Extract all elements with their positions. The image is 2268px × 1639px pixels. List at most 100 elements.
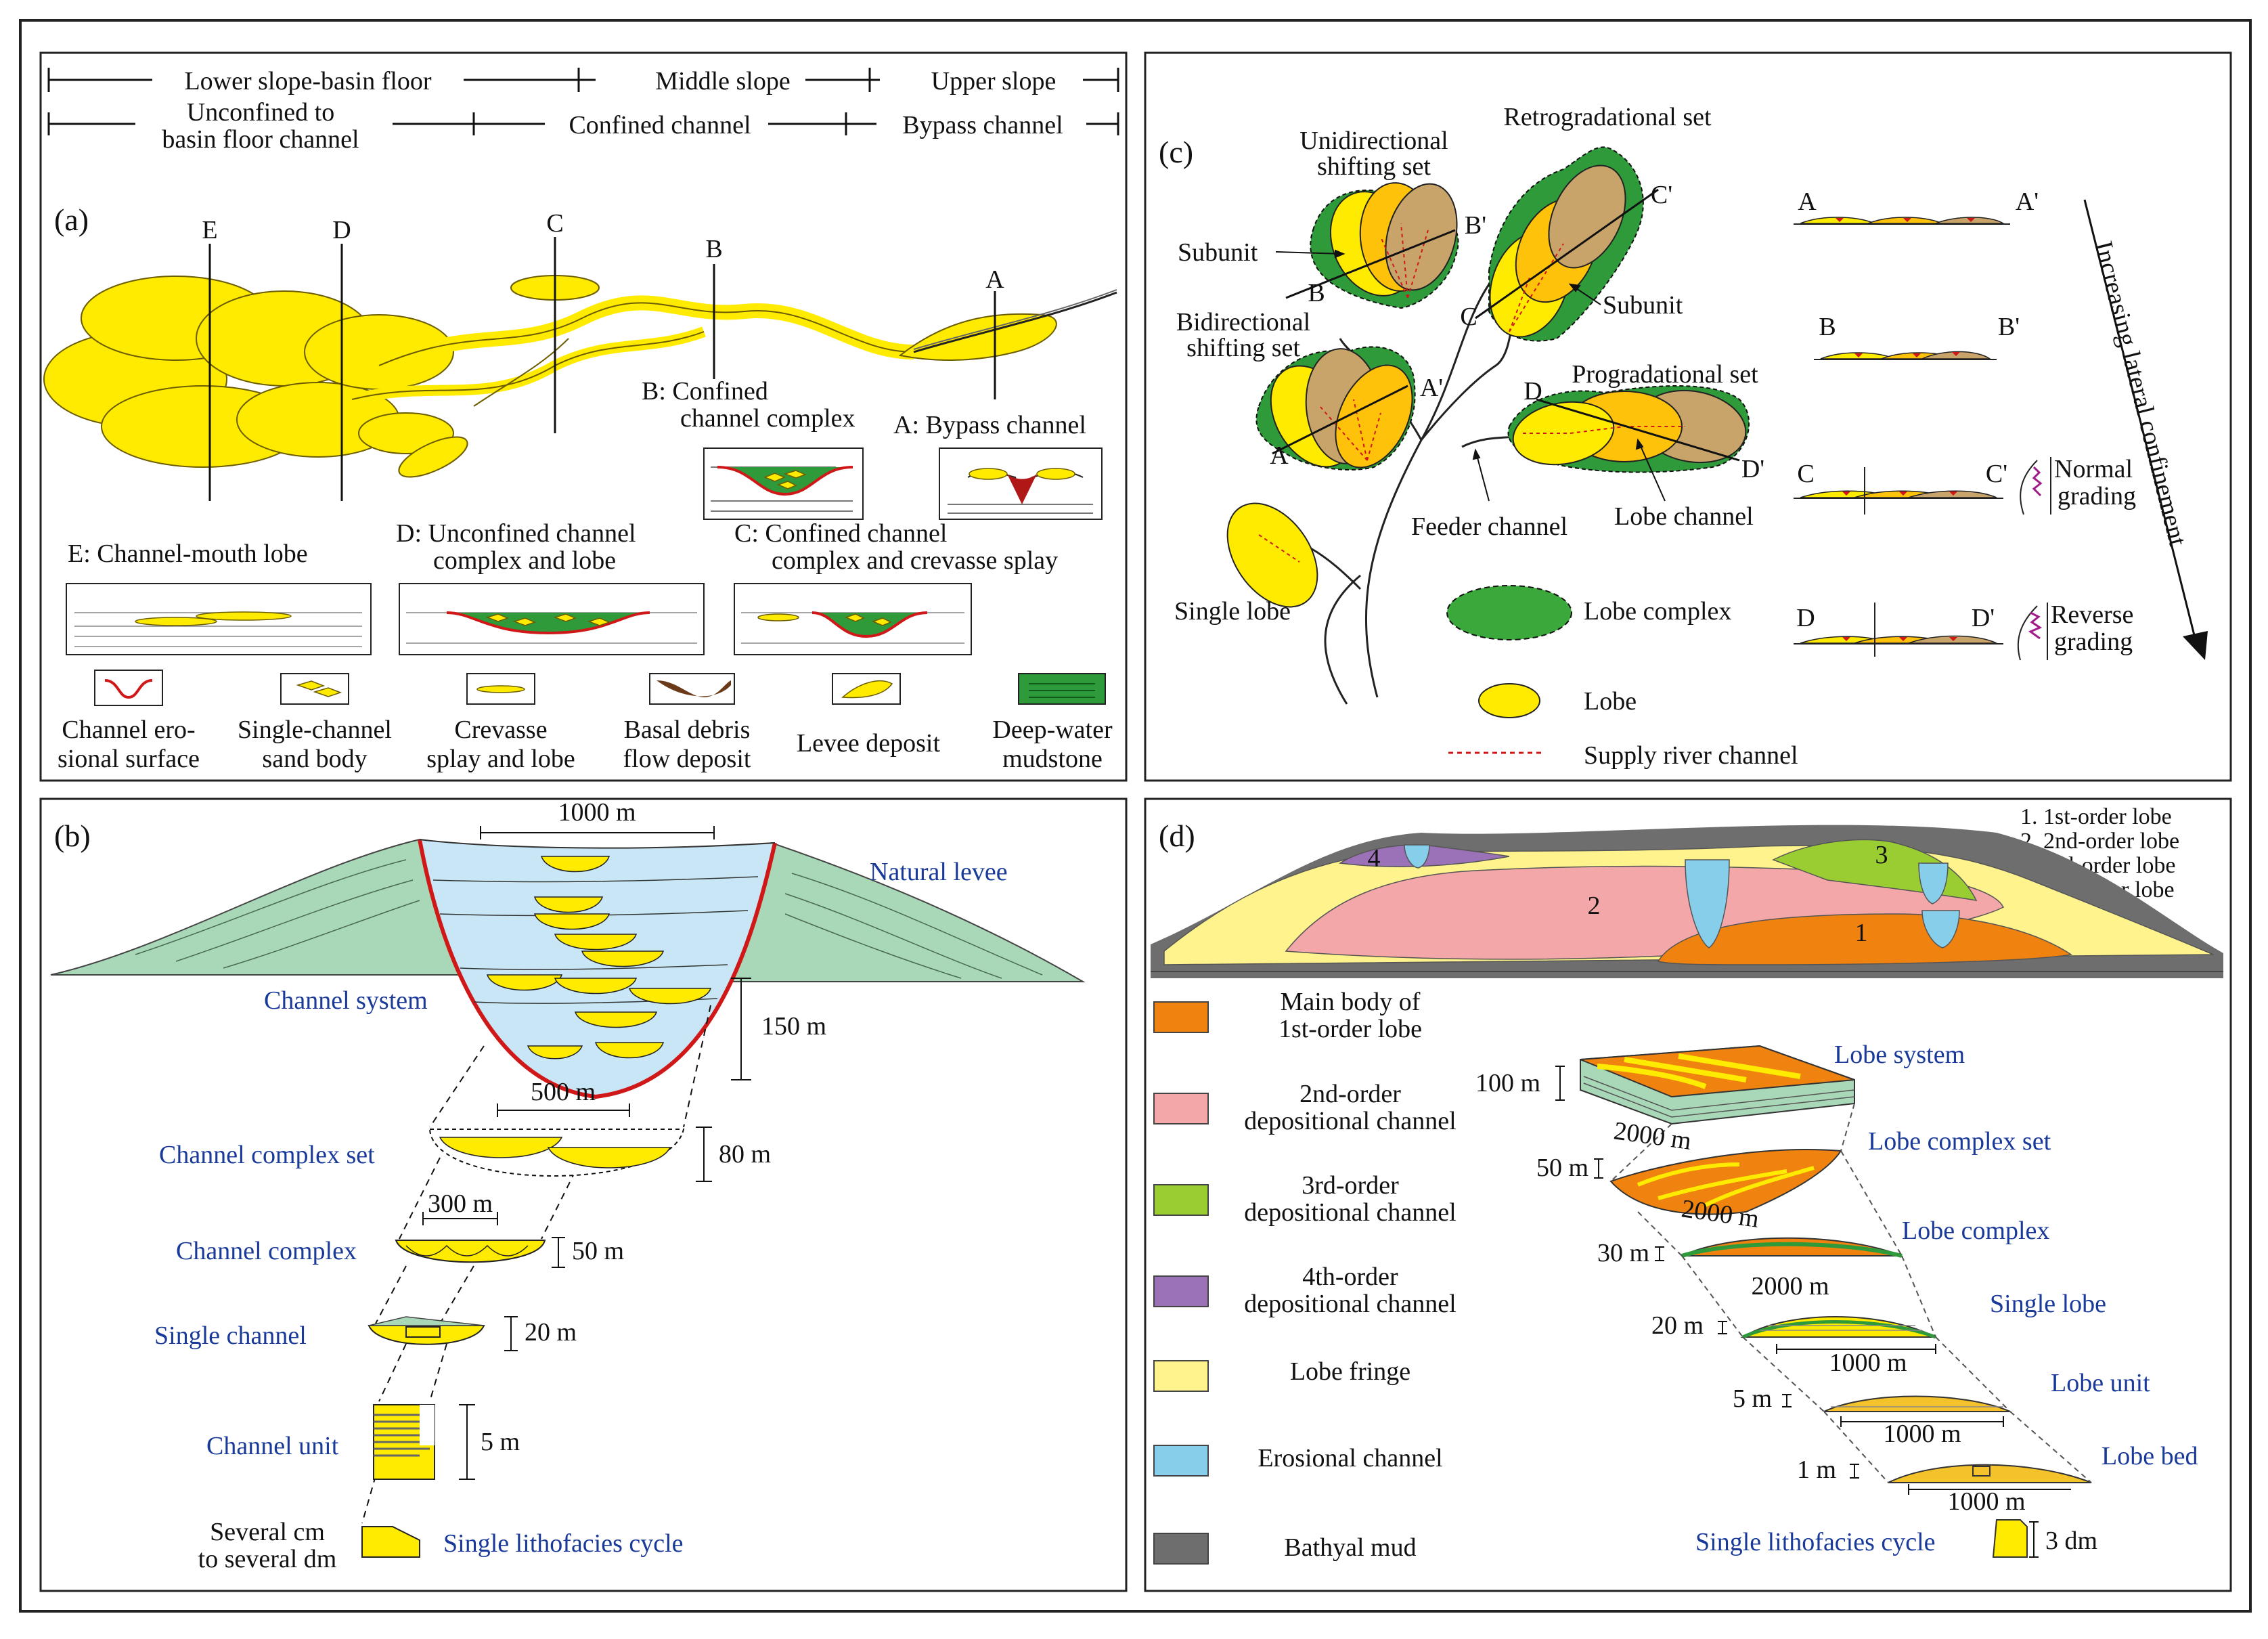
lithofacies-cycle-d (1992, 1519, 2028, 1558)
panel-c: (c) Retrogradational set Unidirectional … (1144, 51, 2232, 782)
xsec-d (1794, 603, 2048, 661)
caption-b-2: channel complex (680, 404, 855, 433)
lobe-num-4: 4 (1368, 844, 1381, 873)
left-levee (50, 838, 489, 976)
hier-h-6: 1 m (1797, 1456, 1836, 1484)
section-b-box (703, 447, 864, 520)
hier-name-3: Lobe complex (1902, 1217, 2049, 1245)
section-letter-d: D (332, 216, 351, 244)
xsec-label-a: A (1798, 188, 1817, 216)
hier-h-1: 100 m (1475, 1069, 1540, 1097)
zone-middle-slope: Middle slope (655, 67, 790, 95)
label-natural-levee: Natural levee (870, 858, 1008, 886)
legend-mudstone-1: Deep-water (992, 716, 1113, 744)
xsec-c (1794, 457, 2051, 515)
zone-confined-channel: Confined channel (569, 111, 751, 139)
legend-d-1-l2: 1st-order lobe (1278, 1015, 1422, 1043)
legend-erosional-1: Channel ero- (62, 716, 195, 744)
complex-shape (395, 1240, 546, 1263)
order-1: 1. 1st-order lobe (2020, 804, 2172, 829)
legend-lobe-swatch (1478, 683, 1540, 718)
legend-debris-1: Basal debris (624, 716, 751, 744)
legend-erosional-2: sional surface (58, 745, 200, 773)
legend-d-7: Bathyal mud (1284, 1533, 1416, 1562)
label-reverse-1: Reverse (2051, 600, 2133, 629)
label-lithofacies-cycle: Single lithofacies cycle (443, 1529, 684, 1558)
map-marker-c-prime: C' (1651, 181, 1672, 209)
hier-name-2: Lobe complex set (1868, 1127, 2051, 1156)
height-150-m: 150 m (761, 1012, 826, 1041)
channel-lenses (486, 856, 712, 1059)
legend-d-5: Lobe fringe (1290, 1357, 1410, 1386)
map-marker-b: B (1308, 279, 1325, 307)
panel-a-legend (94, 670, 1106, 706)
hier-h-3: 30 m (1597, 1239, 1649, 1267)
height-50-m: 50 m (572, 1237, 624, 1265)
single-lobe-lens (1740, 1316, 1936, 1339)
xsec-label-d-prime: D' (1972, 604, 1995, 632)
legend-d-6: Erosional channel (1258, 1444, 1442, 1472)
legend-lobe-complex-swatch (1446, 585, 1572, 640)
legend-d-4-l2: depositional channel (1244, 1290, 1456, 1318)
single-lobe-shape (1226, 502, 1318, 608)
lobe-cluster-b (1310, 182, 1459, 309)
zone-bypass-channel: Bypass channel (902, 111, 1063, 139)
panel-d-label: (d) (1159, 818, 1195, 853)
caption-d-1: D: Unconfined channel (396, 519, 636, 548)
legend-crevasse-1: Crevasse (454, 716, 547, 744)
zone-unconfined-2: basin floor channel (162, 125, 359, 154)
legend-levee: Levee deposit (797, 729, 941, 758)
zone-lower-slope: Lower slope-basin floor (184, 67, 431, 95)
hier-h-5: 5 m (1733, 1384, 1772, 1413)
caption-c-1: C: Confined channel (734, 519, 947, 548)
caption-a: A: Bypass channel (893, 411, 1086, 439)
channel-unit-column (373, 1404, 435, 1480)
panel-d: (d) 1. 1st-order lobe 2. 2nd-order lobe … (1144, 797, 2232, 1592)
hier-h-2: 50 m (1536, 1154, 1588, 1182)
label-bidirectional-2: shifting set (1186, 334, 1300, 362)
panel-c-label: (c) (1159, 135, 1193, 169)
section-letter-c: C (546, 209, 563, 238)
legend-d-1-l1: Main body of (1281, 988, 1421, 1016)
zone-upper-slope: Upper slope (931, 67, 1057, 95)
channel-fan-planview (43, 275, 1117, 478)
legend-crevasse-2: splay and lobe (426, 745, 575, 773)
xsec-label-b-prime: B' (1998, 313, 2020, 341)
label-subunit-left: Subunit (1178, 238, 1258, 267)
label-complex-set: Channel complex set (159, 1141, 375, 1169)
legend-d-3-l2: depositional channel (1244, 1198, 1456, 1227)
height-20-m: 20 m (525, 1318, 577, 1347)
width-300-m: 300 m (428, 1189, 493, 1218)
legend-mudstone-2: mudstone (1002, 745, 1103, 773)
caption-b-1: B: Confined (642, 377, 768, 406)
xsec-label-c: C (1797, 460, 1814, 488)
legend-d-2-l1: 2nd-order (1299, 1080, 1401, 1108)
lobe-num-2: 2 (1588, 892, 1601, 920)
map-marker-a-prime: A' (1420, 374, 1443, 402)
section-e-box (66, 583, 372, 655)
section-c-box (734, 583, 972, 655)
hier-h-4: 20 m (1651, 1311, 1704, 1340)
label-normal-1: Normal (2054, 455, 2133, 483)
label-lobe-channel: Lobe channel (1614, 502, 1754, 531)
height-80-m: 80 m (719, 1140, 771, 1168)
xsec-label-c-prime: C' (1986, 460, 2007, 488)
confinement-arrow (2083, 199, 2198, 644)
hier-name-6: Lobe bed (2102, 1442, 2198, 1470)
panel-b: (b) (39, 797, 1128, 1592)
label-unidirectional-2: shifting set (1317, 152, 1431, 181)
legend-debris-2: flow deposit (623, 745, 751, 773)
xsec-b (1814, 351, 1997, 360)
panel-a: Lower slope-basin floor Middle slope Upp… (39, 51, 1128, 782)
legend-single-channel-1: Single-channel (238, 716, 392, 744)
label-channel-complex: Channel complex (176, 1237, 357, 1265)
map-marker-c: C (1460, 303, 1477, 331)
xsec-a (1794, 217, 2010, 225)
label-feeder-channel: Feeder channel (1411, 512, 1567, 541)
label-normal-2: grading (2058, 482, 2136, 510)
hier-w-3: 2000 m (1751, 1272, 1829, 1301)
legend-d-4-l1: 4th-order (1302, 1263, 1398, 1291)
legend-d-2-l2: depositional channel (1244, 1107, 1456, 1135)
panel-d-legend (1153, 1001, 1209, 1565)
label-reverse-2: grading (2054, 628, 2133, 656)
